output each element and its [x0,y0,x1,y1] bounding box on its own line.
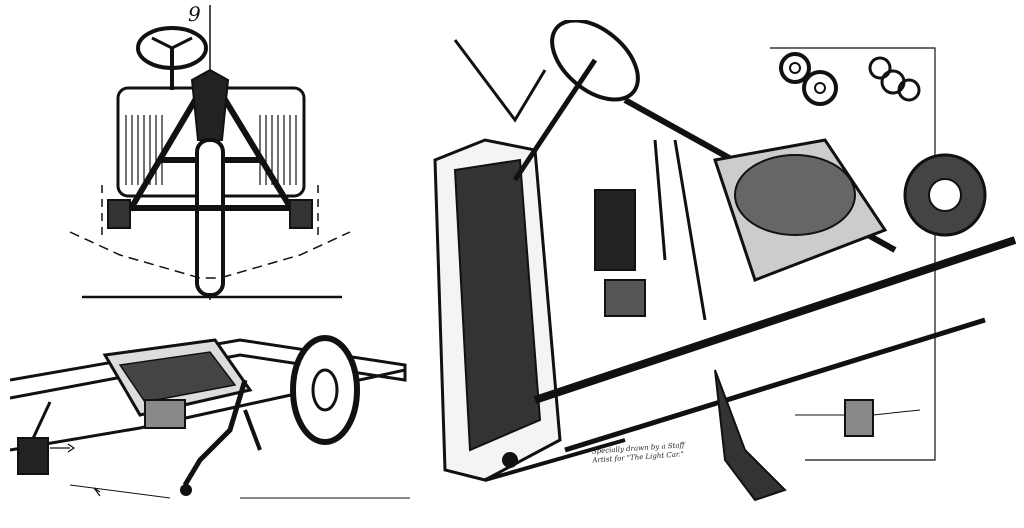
cutaway-svg [433,20,1017,502]
rear-wheel [290,335,360,445]
side-frame-member [533,236,1017,404]
linkage-rod [182,379,248,487]
chassis-detail-drawing [10,320,415,520]
front-view-svg [69,5,351,300]
cutaway-front-axle [484,438,626,482]
flywheel-housing [144,399,186,429]
radiator-grille [125,115,297,185]
battery-box [604,279,646,317]
gear-detail-pair [779,52,921,106]
chassis-detail-svg [10,335,410,499]
engine-cylinder [594,189,636,271]
front-wheel [195,138,225,297]
front-view-drawing [60,0,360,305]
detail-inset-frame [770,47,936,461]
radiator-core [453,158,542,452]
steering-column-head [190,68,230,141]
cutaway-steering-column [512,58,598,182]
cutaway-steering-wheel [550,20,640,102]
detail-bracket [844,399,874,437]
cutaway-perspective-drawing [425,20,1020,520]
figure-label: 9 [188,2,201,26]
dashed-envelope [69,231,351,279]
front-bracket [17,437,49,475]
clutch-pedal [714,369,787,502]
